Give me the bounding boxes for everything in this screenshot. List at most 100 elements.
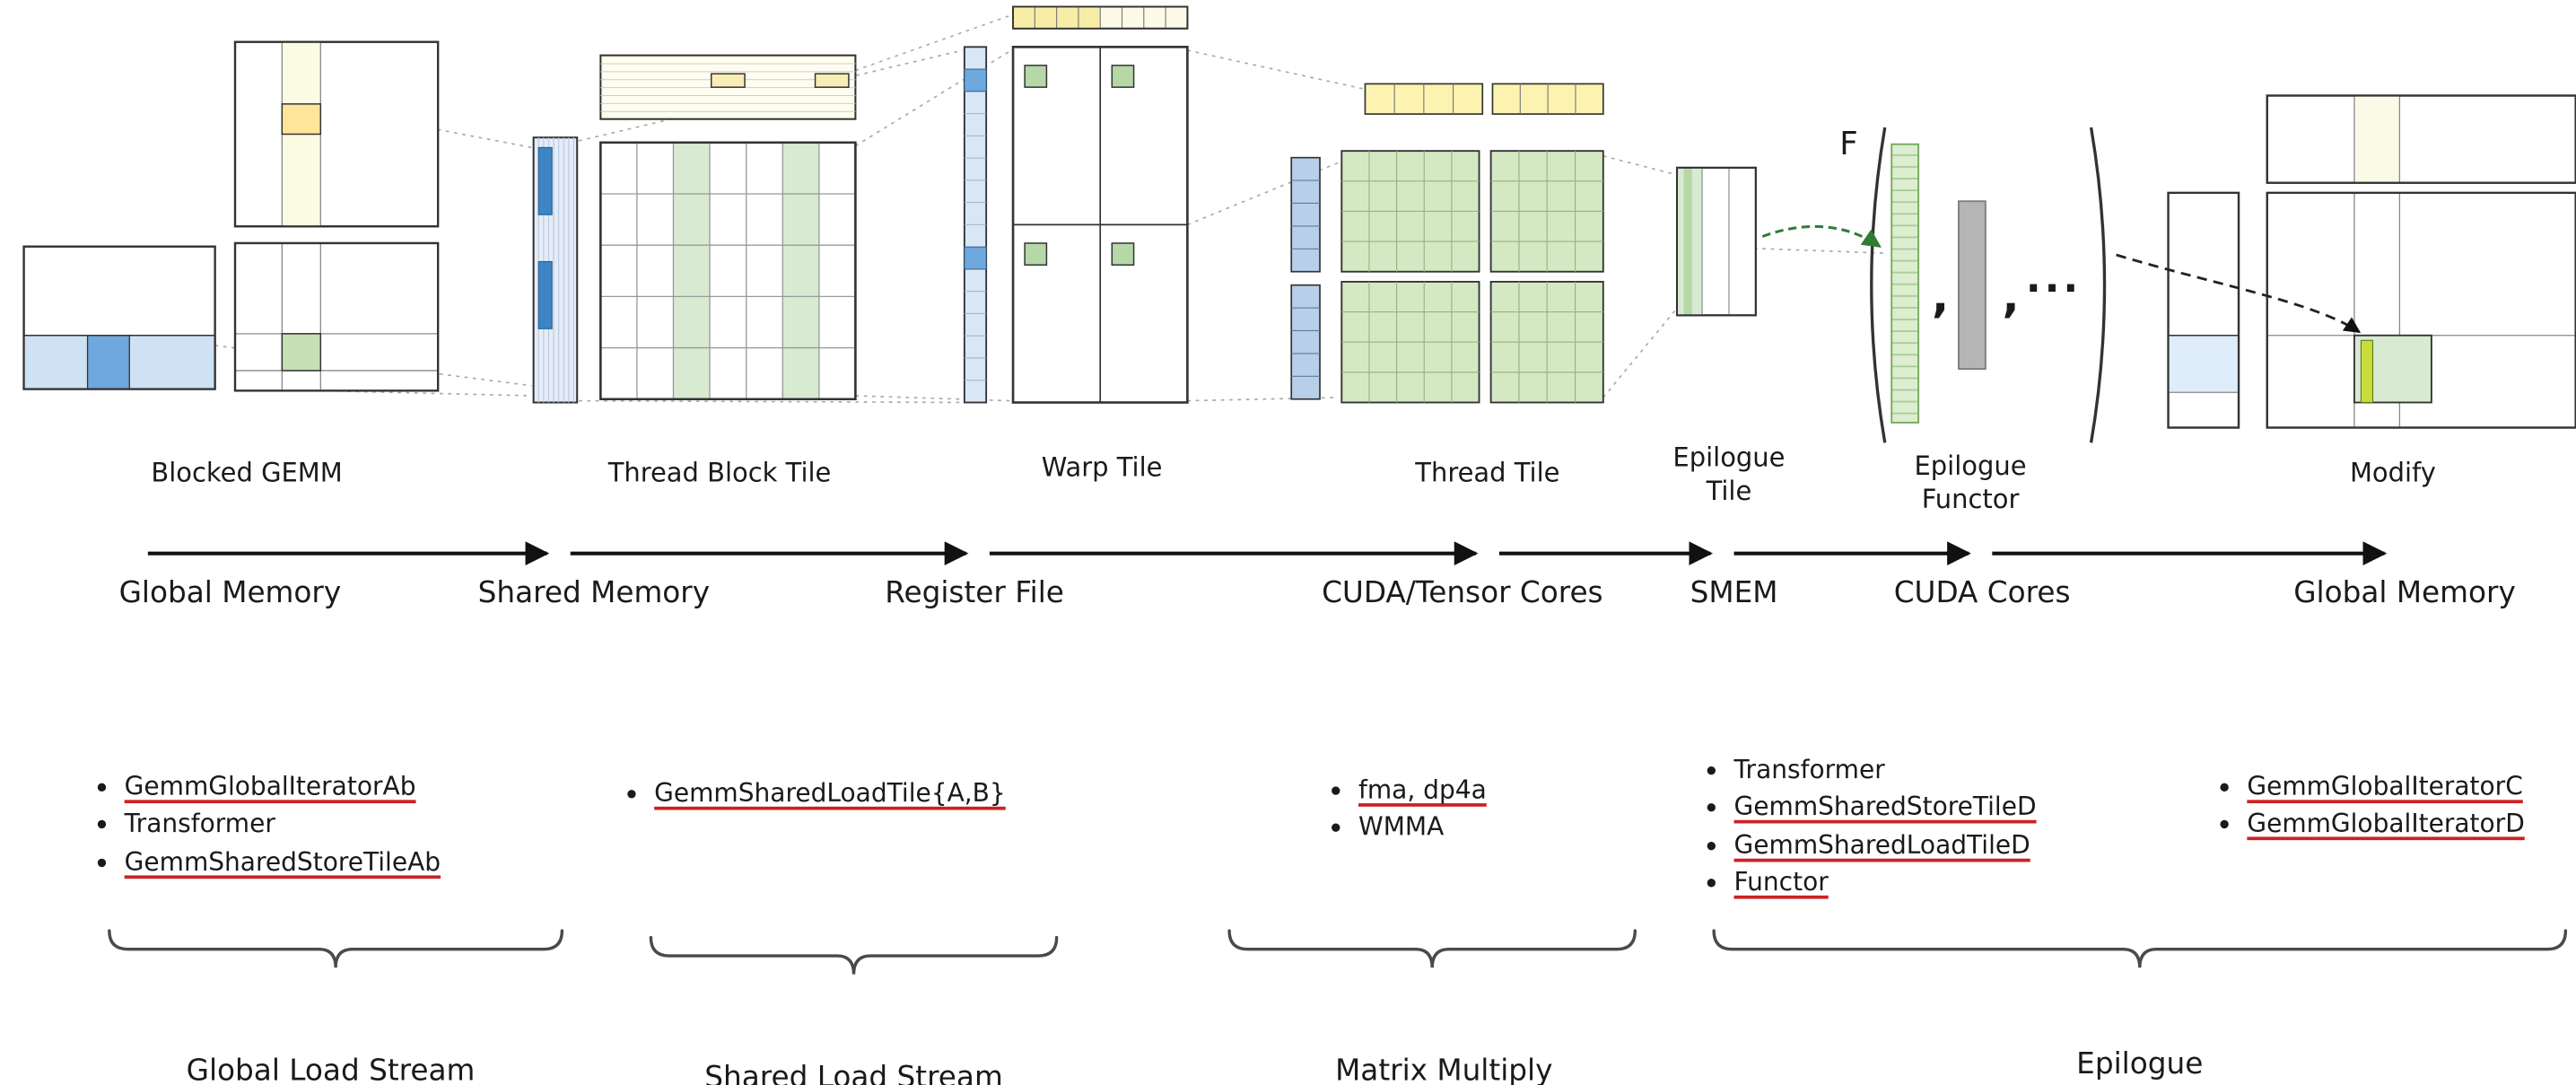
stream-label-epilogue: Epilogue xyxy=(2076,1046,2203,1081)
thread-tile-group xyxy=(1290,83,1604,404)
stream-label-global-load: Global Load Stream xyxy=(187,1053,476,1085)
matrix-b-outline xyxy=(233,40,440,228)
right-paren xyxy=(2089,127,2107,443)
stage-label-thread-tile: Thread Tile xyxy=(1414,457,1559,487)
warp-frag-1 xyxy=(1024,65,1048,88)
mem-label-cores: CUDA/Tensor Cores xyxy=(1322,575,1602,609)
epilogue-tile-to-functor-arrow xyxy=(1761,224,1882,248)
stream-braces xyxy=(108,929,2568,975)
mem-label-register: Register File xyxy=(885,575,1064,609)
matrix-c-block xyxy=(22,245,216,390)
matrix-a-block xyxy=(233,241,440,392)
shared-memory-strip xyxy=(532,136,579,404)
list-item: Transformer xyxy=(125,806,590,844)
warp-accum-strip xyxy=(963,46,988,404)
stage-label-warp-tile: Warp Tile xyxy=(1042,452,1163,483)
functor-gray-bar xyxy=(1958,200,1987,371)
tt-blue-strip-1 xyxy=(1290,156,1321,273)
functor-to-modify-arrow xyxy=(2116,253,2362,334)
matrix-c-active-cell xyxy=(87,335,130,389)
matrix-b-active-cell xyxy=(281,103,322,136)
brace-shared-load-stream xyxy=(649,935,1059,975)
tb-top-strip xyxy=(599,54,857,120)
tb-main-grid xyxy=(599,141,857,400)
list-matrix-multiply: fma, dp4a WMMA xyxy=(1322,772,1690,872)
list-item-label: GemmGlobalIteratorD xyxy=(2247,809,2525,840)
matrix-a-outline xyxy=(233,241,440,392)
list-item-label: GemmSharedStoreTileD xyxy=(1733,792,2037,823)
list-item: GemmGlobalIteratorD xyxy=(2247,806,2576,844)
warp-frag-3 xyxy=(1024,242,1048,266)
brace-epilogue xyxy=(1712,929,2568,968)
modify-left-strip xyxy=(2167,191,2240,429)
tt-accum-grid-2 xyxy=(1489,150,1604,273)
stage-label-epilogue-tile-2: Tile xyxy=(1706,476,1752,506)
matrix-b-block xyxy=(233,40,440,228)
list-item: Functor xyxy=(1734,864,2200,902)
tt-grid-1-lines xyxy=(1341,151,1480,272)
strip-loaded-block-1 xyxy=(537,146,553,215)
tt-accum-grid-3 xyxy=(1340,280,1480,404)
list-item-label: GemmSharedLoadTile{A,B} xyxy=(654,778,1006,809)
tt-accum-grid-4 xyxy=(1489,280,1604,404)
modify-top-matrix xyxy=(2266,94,2576,184)
functor-symbol: F xyxy=(1839,126,1857,162)
tb-top-cell-1 xyxy=(710,73,746,88)
tt-accum-grid-1 xyxy=(1340,150,1480,273)
tt-grid-3-lines xyxy=(1341,281,1480,403)
list-item: WMMA xyxy=(1358,809,1690,846)
list-global-load: GemmGlobalIteratorAb Transformer GemmSha… xyxy=(88,768,591,936)
stage-label-thread-block-tile: Thread Block Tile xyxy=(607,457,832,487)
list-item: GemmSharedStoreTileAb xyxy=(125,844,590,881)
functor-comma-2: , xyxy=(2003,270,2020,323)
tt-blue-strip-2 xyxy=(1290,284,1321,400)
blocked-gemm-group xyxy=(22,40,440,392)
component-list-shared-load: GemmSharedLoadTile{A,B} xyxy=(617,774,1154,812)
stage-label-blocked-gemm: Blocked GEMM xyxy=(151,457,342,487)
matrix-a-active-cell xyxy=(281,333,322,372)
stage-labels: Blocked GEMM Thread Block Tile Warp Tile… xyxy=(151,442,2435,514)
warp-strip-active-2 xyxy=(964,246,987,270)
epilogue-tile-active-stripe xyxy=(1683,167,1692,316)
modify-top-col-highlight xyxy=(2353,95,2400,183)
list-shared-load: GemmSharedLoadTile{A,B} xyxy=(617,774,1154,842)
modify-written-column xyxy=(2360,339,2374,404)
warp-top-strip xyxy=(1012,5,1189,30)
list-item: fma, dp4a xyxy=(1358,772,1690,809)
list-item-label: GemmSharedLoadTileD xyxy=(1733,829,2030,861)
tt-grid-4-lines xyxy=(1490,281,1603,403)
modify-group xyxy=(2167,94,2576,429)
mem-label-shared: Shared Memory xyxy=(478,575,710,609)
mem-label-cudacores: CUDA Cores xyxy=(1894,575,2071,609)
mem-label-global-2: Global Memory xyxy=(2293,575,2516,609)
list-item: GemmSharedStoreTileD xyxy=(1734,789,2200,827)
list-item-label: WMMA xyxy=(1358,812,1445,843)
list-item-label: GemmGlobalIteratorC xyxy=(2247,771,2523,802)
tb-top-cell-2 xyxy=(814,73,850,88)
stream-label-matrix-multiply: Matrix Multiply xyxy=(1335,1053,1552,1085)
strip-loaded-block-2 xyxy=(537,260,553,329)
tt-yellow-strip-1 xyxy=(1364,83,1484,115)
stream-label-shared-load: Shared Load Stream xyxy=(704,1060,1003,1085)
left-paren xyxy=(1870,127,1887,443)
list-item: GemmGlobalIteratorC xyxy=(2247,768,2576,806)
component-list-global-load: GemmGlobalIteratorAb Transformer GemmSha… xyxy=(88,768,591,881)
tt-yellow-strip-2 xyxy=(1491,83,1604,115)
warp-frag-2 xyxy=(1111,65,1135,88)
stage-label-modify: Modify xyxy=(2350,457,2436,487)
warp-main-tile xyxy=(1011,46,1189,404)
warp-tile-group xyxy=(963,5,1189,404)
epilogue-functor-group: F , , ... xyxy=(1839,126,2107,443)
component-list-matrix-multiply: fma, dp4a WMMA xyxy=(1322,772,1690,847)
epilogue-tile-block xyxy=(1675,166,1757,317)
list-item-label: Transformer xyxy=(1733,754,1885,785)
list-item-label: GemmSharedStoreTileAb xyxy=(124,846,441,877)
tb-grid-lines xyxy=(600,142,856,399)
warp-strip-active-1 xyxy=(964,68,987,92)
tb-green-col-2 xyxy=(782,142,819,399)
list-item-label: fma, dp4a xyxy=(1358,774,1487,805)
stage-label-epilogue-functor-2: Functor xyxy=(1922,484,2020,514)
list-item-label: Transformer xyxy=(124,809,275,840)
